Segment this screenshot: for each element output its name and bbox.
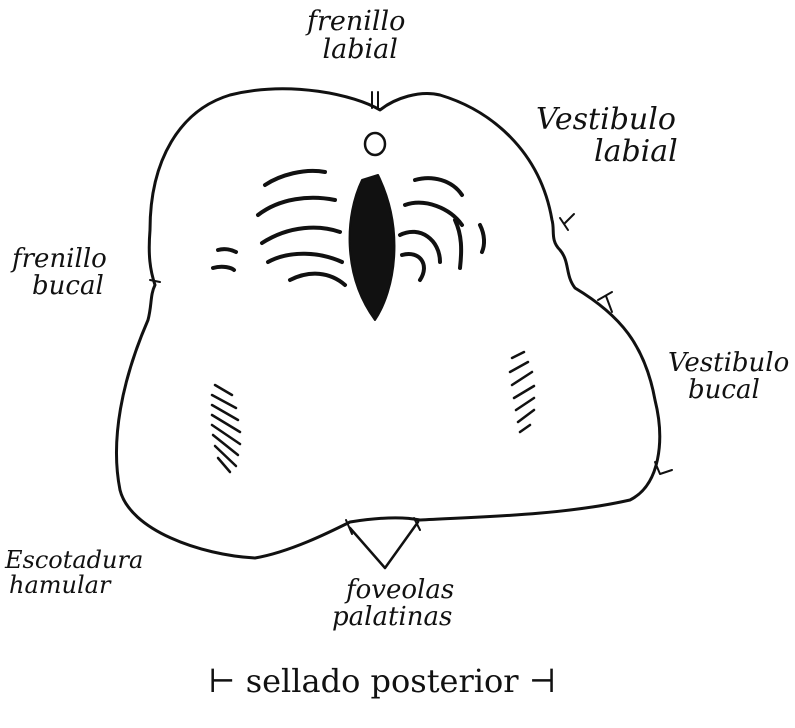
rugae-right bbox=[400, 178, 484, 280]
label-sellado-posterior: ⊢ sellado posterior ⊣ bbox=[208, 665, 556, 699]
label-vestibulo-bucal: Vestibulo bucal bbox=[668, 350, 789, 405]
rugae-left bbox=[213, 171, 345, 285]
foveolas-pointer bbox=[350, 522, 418, 568]
frenillo-bucal-mark bbox=[150, 280, 160, 282]
label-frenillo-labial: frenillo labial bbox=[307, 8, 405, 65]
label-line: palatinas bbox=[332, 604, 454, 631]
label-line: foveolas bbox=[332, 577, 454, 604]
median-raphe bbox=[350, 175, 395, 320]
hatch-left bbox=[212, 385, 240, 472]
label-line: labial bbox=[536, 136, 678, 168]
label-line: Vestibulo bbox=[668, 350, 789, 377]
incisive-papilla bbox=[365, 133, 385, 155]
label-frenillo-bucal: frenillo bucal bbox=[12, 246, 107, 301]
label-line: frenillo bbox=[307, 8, 405, 36]
label-line: Escotadura bbox=[5, 548, 143, 573]
label-line: bucal bbox=[12, 273, 107, 300]
label-escotadura-hamular: Escotadura hamular bbox=[5, 548, 143, 598]
label-line: labial bbox=[307, 36, 405, 64]
label-foveolas-palatinas: foveolas palatinas bbox=[332, 577, 454, 632]
hatch-right bbox=[510, 352, 534, 432]
label-vestibulo-labial: Vestibulo labial bbox=[536, 104, 678, 167]
label-line: bucal bbox=[668, 377, 789, 404]
label-line: hamular bbox=[5, 573, 143, 598]
vestibulo-labial-mark bbox=[560, 214, 574, 230]
label-line: frenillo bbox=[12, 246, 107, 273]
label-line: Vestibulo bbox=[536, 104, 678, 136]
